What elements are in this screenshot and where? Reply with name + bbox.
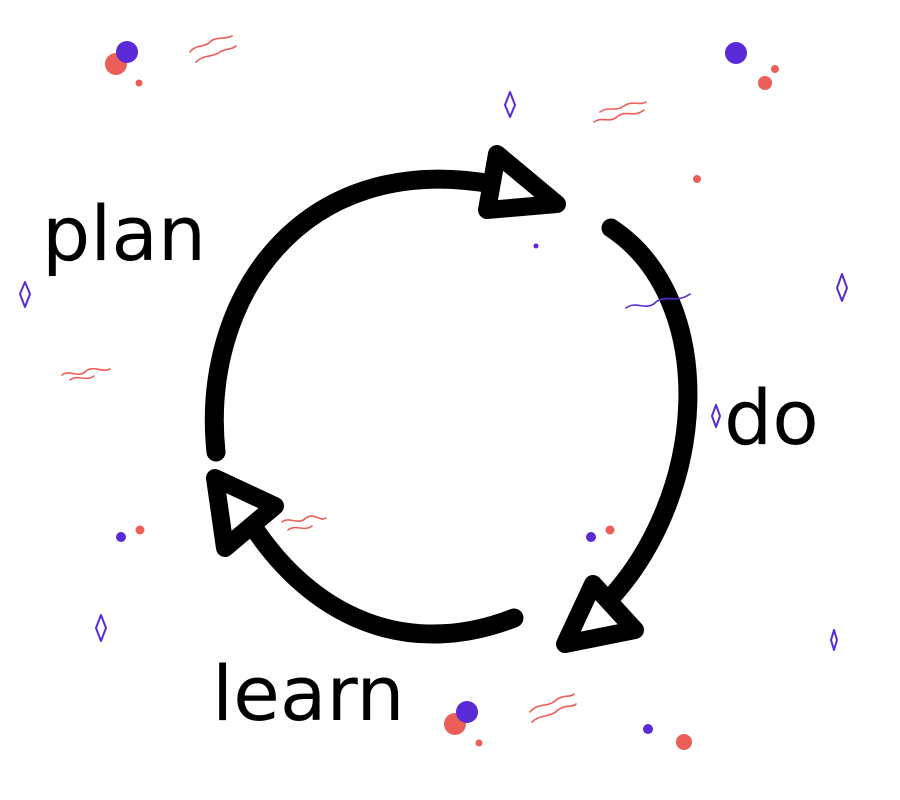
dot-coral-small — [693, 175, 701, 183]
squiggle-icon — [189, 35, 233, 53]
dot-coral-small — [771, 65, 779, 73]
diamond-sparkle-icon — [711, 404, 721, 428]
label-do: do — [724, 373, 819, 462]
squiggle-icon — [531, 703, 577, 723]
dot-purple-small — [586, 532, 596, 542]
diamond-sparkle-icon — [19, 281, 31, 308]
diamond-sparkle-icon — [830, 629, 838, 651]
dot-coral-small — [605, 525, 615, 535]
squiggle-icon — [69, 375, 95, 381]
arrowhead-learn-to-plan — [206, 469, 284, 557]
squiggle-icon — [529, 693, 575, 713]
cycle-arrows — [204, 145, 698, 653]
arrow-learn-to-plan — [240, 512, 524, 644]
dot-coral-small — [135, 79, 143, 87]
label-plan: plan — [42, 189, 207, 278]
label-learn: learn — [212, 649, 405, 738]
squiggle-icon — [287, 525, 313, 531]
arrow-do-to-learn — [591, 218, 698, 618]
dot-purple-small — [116, 532, 126, 542]
arrowhead-plan-to-do — [478, 145, 566, 219]
dot-coral — [676, 734, 692, 750]
diamond-sparkle-icon — [504, 91, 516, 118]
dot-purple-small — [643, 724, 653, 734]
squiggle-icon — [599, 101, 647, 113]
dot-purple — [456, 701, 478, 723]
dot-coral — [758, 76, 772, 90]
dot-purple — [116, 41, 138, 63]
diamond-sparkle-icon — [95, 614, 107, 642]
squiggle-icon — [195, 45, 237, 63]
squiggle-icon — [593, 109, 645, 123]
dot-purple — [725, 42, 747, 64]
arrow-plan-to-do — [204, 169, 502, 462]
diamond-sparkle-icon — [836, 273, 848, 302]
dot-purple-small — [533, 243, 539, 249]
squiggle-icon — [281, 515, 327, 523]
squiggle-icon — [61, 367, 111, 376]
dot-coral-small — [475, 739, 483, 747]
decorative-diamonds — [19, 91, 848, 651]
squiggle-icon — [625, 293, 691, 309]
decorative-dots — [105, 41, 779, 750]
decorative-squiggles — [61, 35, 691, 723]
arrowhead-do-to-learn — [556, 575, 644, 653]
dot-coral-small — [135, 525, 145, 535]
